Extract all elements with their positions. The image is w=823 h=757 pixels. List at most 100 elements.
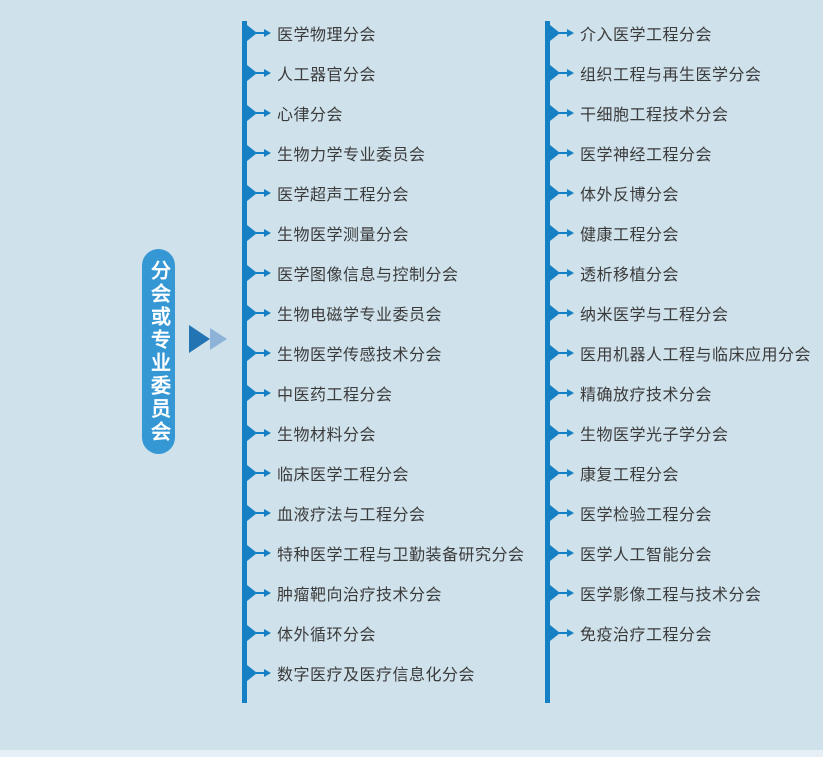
branch-arrow-icon bbox=[550, 545, 574, 561]
branch-label: 干细胞工程技术分会 bbox=[580, 107, 729, 124]
branch-item: 数字医疗及医疗信息化分会 bbox=[247, 653, 475, 693]
branch-label: 临床医学工程分会 bbox=[277, 467, 410, 484]
branch-arrow-icon bbox=[550, 505, 574, 521]
branch-arrow-icon bbox=[247, 545, 271, 561]
branch-item: 特种医学工程与卫勤装备研究分会 bbox=[247, 533, 525, 573]
branch-item: 透析移植分会 bbox=[550, 253, 679, 293]
root-label: 分会或专业委员会 bbox=[142, 249, 175, 454]
branch-arrow-icon bbox=[550, 385, 574, 401]
branch-item: 组织工程与再生医学分会 bbox=[550, 53, 762, 93]
branch-label: 医学影像工程与技术分会 bbox=[580, 587, 762, 604]
branch-label: 医学人工智能分会 bbox=[580, 547, 713, 564]
branch-label: 医学超声工程分会 bbox=[277, 187, 410, 204]
branch-label: 生物电磁学专业委员会 bbox=[277, 307, 443, 324]
branch-arrow-icon bbox=[550, 265, 574, 281]
branch-label: 透析移植分会 bbox=[580, 267, 680, 284]
branch-arrow-icon bbox=[247, 665, 271, 681]
branch-item: 介入医学工程分会 bbox=[550, 13, 712, 53]
branch-label: 生物医学光子学分会 bbox=[580, 427, 729, 444]
branch-label: 医学图像信息与控制分会 bbox=[277, 267, 459, 284]
branch-item: 医学图像信息与控制分会 bbox=[247, 253, 459, 293]
branch-label: 数字医疗及医疗信息化分会 bbox=[277, 667, 476, 684]
branch-label: 精确放疗技术分会 bbox=[580, 387, 713, 404]
branch-label: 肿瘤靶向治疗技术分会 bbox=[277, 587, 443, 604]
branch-item: 生物医学测量分会 bbox=[247, 213, 409, 253]
branch-arrow-icon bbox=[247, 505, 271, 521]
branch-item: 体外循环分会 bbox=[247, 613, 376, 653]
branch-arrow-icon bbox=[550, 25, 574, 41]
branch-label: 医学物理分会 bbox=[277, 27, 377, 44]
branch-item: 医学人工智能分会 bbox=[550, 533, 712, 573]
branch-item: 生物医学传感技术分会 bbox=[247, 333, 442, 373]
branch-arrow-icon bbox=[247, 225, 271, 241]
branch-arrow-icon bbox=[550, 225, 574, 241]
branch-item: 干细胞工程技术分会 bbox=[550, 93, 729, 133]
branch-item: 医学物理分会 bbox=[247, 13, 376, 53]
branch-item: 康复工程分会 bbox=[550, 453, 679, 493]
branch-item: 心律分会 bbox=[247, 93, 343, 133]
branch-label: 体外循环分会 bbox=[277, 627, 377, 644]
branch-label: 医学检验工程分会 bbox=[580, 507, 713, 524]
branch-label: 健康工程分会 bbox=[580, 227, 680, 244]
branch-arrow-icon bbox=[247, 305, 271, 321]
double-arrow-icon bbox=[189, 325, 227, 353]
branch-label: 介入医学工程分会 bbox=[580, 27, 713, 44]
branch-arrow-icon bbox=[247, 65, 271, 81]
branch-item: 医用机器人工程与临床应用分会 bbox=[550, 333, 811, 373]
branch-arrow-icon bbox=[550, 345, 574, 361]
branch-arrow-icon bbox=[247, 625, 271, 641]
branch-label: 生物医学传感技术分会 bbox=[277, 347, 443, 364]
branch-label: 体外反博分会 bbox=[580, 187, 680, 204]
branch-item: 临床医学工程分会 bbox=[247, 453, 409, 493]
branch-item: 生物医学光子学分会 bbox=[550, 413, 729, 453]
branch-item: 医学检验工程分会 bbox=[550, 493, 712, 533]
branch-label: 康复工程分会 bbox=[580, 467, 680, 484]
branch-arrow-icon bbox=[247, 145, 271, 161]
branch-arrow-icon bbox=[247, 465, 271, 481]
branch-item: 血液疗法与工程分会 bbox=[247, 493, 426, 533]
branch-arrow-icon bbox=[247, 425, 271, 441]
branch-label: 人工器官分会 bbox=[277, 67, 377, 84]
branch-arrow-icon bbox=[247, 185, 271, 201]
branch-arrow-icon bbox=[550, 465, 574, 481]
branch-label: 生物力学专业委员会 bbox=[277, 147, 426, 164]
branch-item: 中医药工程分会 bbox=[247, 373, 393, 413]
branch-arrow-icon bbox=[550, 585, 574, 601]
branch-arrow-icon bbox=[550, 105, 574, 121]
branch-arrow-icon bbox=[550, 625, 574, 641]
branch-item: 医学超声工程分会 bbox=[247, 173, 409, 213]
branch-item: 肿瘤靶向治疗技术分会 bbox=[247, 573, 442, 613]
branch-item: 医学影像工程与技术分会 bbox=[550, 573, 762, 613]
branch-column-line bbox=[242, 21, 247, 703]
branch-column-1: 医学物理分会人工器官分会心律分会生物力学专业委员会医学超声工程分会生物医学测量分… bbox=[242, 0, 542, 757]
branch-arrow-icon bbox=[247, 345, 271, 361]
branch-item: 纳米医学与工程分会 bbox=[550, 293, 729, 333]
branch-arrow-icon bbox=[247, 25, 271, 41]
branch-label: 纳米医学与工程分会 bbox=[580, 307, 729, 324]
branch-column-2: 介入医学工程分会组织工程与再生医学分会干细胞工程技术分会医学神经工程分会体外反博… bbox=[545, 0, 823, 757]
branch-arrow-icon bbox=[550, 425, 574, 441]
branch-item: 健康工程分会 bbox=[550, 213, 679, 253]
branch-column-line bbox=[545, 21, 550, 703]
branch-arrow-icon bbox=[550, 305, 574, 321]
branch-arrow-icon bbox=[550, 185, 574, 201]
branch-arrow-icon bbox=[247, 265, 271, 281]
branch-arrow-icon bbox=[247, 105, 271, 121]
branch-label: 血液疗法与工程分会 bbox=[277, 507, 426, 524]
branch-arrow-icon bbox=[247, 585, 271, 601]
footer-strip bbox=[0, 750, 823, 757]
branch-label: 心律分会 bbox=[277, 107, 344, 124]
branch-item: 生物力学专业委员会 bbox=[247, 133, 426, 173]
branch-item: 体外反博分会 bbox=[550, 173, 679, 213]
branch-label: 组织工程与再生医学分会 bbox=[580, 67, 762, 84]
branch-arrow-icon bbox=[550, 65, 574, 81]
branch-label: 特种医学工程与卫勤装备研究分会 bbox=[277, 547, 525, 564]
branch-item: 精确放疗技术分会 bbox=[550, 373, 712, 413]
branch-label: 生物材料分会 bbox=[277, 427, 377, 444]
branch-label: 生物医学测量分会 bbox=[277, 227, 410, 244]
branch-arrow-icon bbox=[550, 145, 574, 161]
branch-item: 生物电磁学专业委员会 bbox=[247, 293, 442, 333]
root-label-text: 分会或专业委员会 bbox=[147, 259, 170, 444]
branch-item: 人工器官分会 bbox=[247, 53, 376, 93]
branch-label: 免疫治疗工程分会 bbox=[580, 627, 713, 644]
